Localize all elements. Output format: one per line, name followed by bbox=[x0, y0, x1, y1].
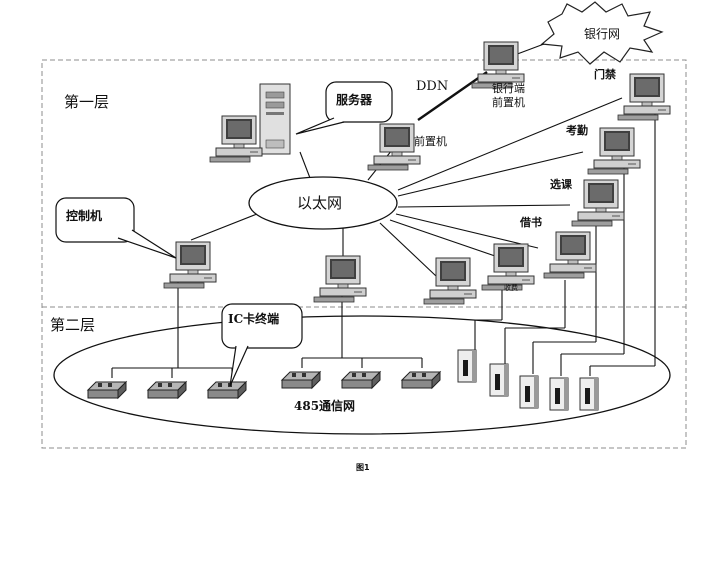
access-control-label: 门禁 bbox=[594, 67, 616, 81]
controller-label: 控制机 bbox=[66, 208, 102, 223]
ethernet-label: 以太网 bbox=[297, 194, 342, 212]
card-reader-icon bbox=[457, 349, 477, 383]
card-reader-icon bbox=[579, 377, 599, 411]
ic-terminal-icon bbox=[87, 381, 127, 399]
ic-terminal-label: IC卡终端 bbox=[228, 311, 279, 326]
layer-label-bottom: 第二层 bbox=[50, 316, 95, 334]
server-callout bbox=[295, 81, 393, 135]
rs485-network-ellipse bbox=[53, 315, 671, 435]
front-machine-label: 前置机 bbox=[414, 134, 447, 148]
ic-terminal-icon bbox=[281, 371, 321, 389]
bank-front-label-line2: 前置机 bbox=[492, 95, 525, 109]
bank-network-cloud bbox=[540, 1, 664, 65]
ic-terminal-icon bbox=[147, 381, 187, 399]
ic-terminal-icon bbox=[207, 381, 247, 399]
bank-front-label-line1: 银行端 bbox=[492, 81, 525, 95]
server-icon bbox=[209, 83, 291, 163]
card-reader-icon bbox=[549, 377, 569, 411]
controller-computer-icon bbox=[163, 241, 217, 289]
server-label: 服务器 bbox=[336, 92, 373, 107]
controller-callout bbox=[55, 197, 177, 259]
front-machine-computer-icon bbox=[367, 123, 421, 171]
access-control-computer-icon bbox=[617, 73, 671, 121]
card-reader-icon bbox=[519, 375, 539, 409]
ic-terminal-icon bbox=[401, 371, 441, 389]
client-computer-icon bbox=[423, 257, 477, 305]
ethernet-ellipse bbox=[248, 176, 398, 230]
fee-label: 收费 bbox=[504, 283, 518, 292]
course-selection-label: 选课 bbox=[550, 177, 573, 191]
attendance-computer-icon bbox=[587, 127, 641, 175]
layer-label-top: 第一层 bbox=[64, 93, 109, 111]
ic-terminal-icon bbox=[341, 371, 381, 389]
course-selection-computer-icon bbox=[571, 179, 625, 227]
ddn-label: DDN bbox=[416, 79, 448, 94]
figure-caption: 图1 bbox=[356, 463, 370, 472]
book-info-computer-icon bbox=[543, 231, 597, 279]
ic-terminal-callout bbox=[221, 303, 303, 387]
card-reader-icon bbox=[489, 363, 509, 397]
book-info-label: 借书 bbox=[519, 215, 542, 229]
attendance-label: 考勤 bbox=[566, 123, 588, 137]
layer-box bbox=[41, 59, 687, 449]
bank-network-label: 银行网 bbox=[584, 27, 620, 41]
middle-computer-icon bbox=[313, 255, 367, 303]
rs485-label: 485通信网 bbox=[294, 398, 355, 413]
